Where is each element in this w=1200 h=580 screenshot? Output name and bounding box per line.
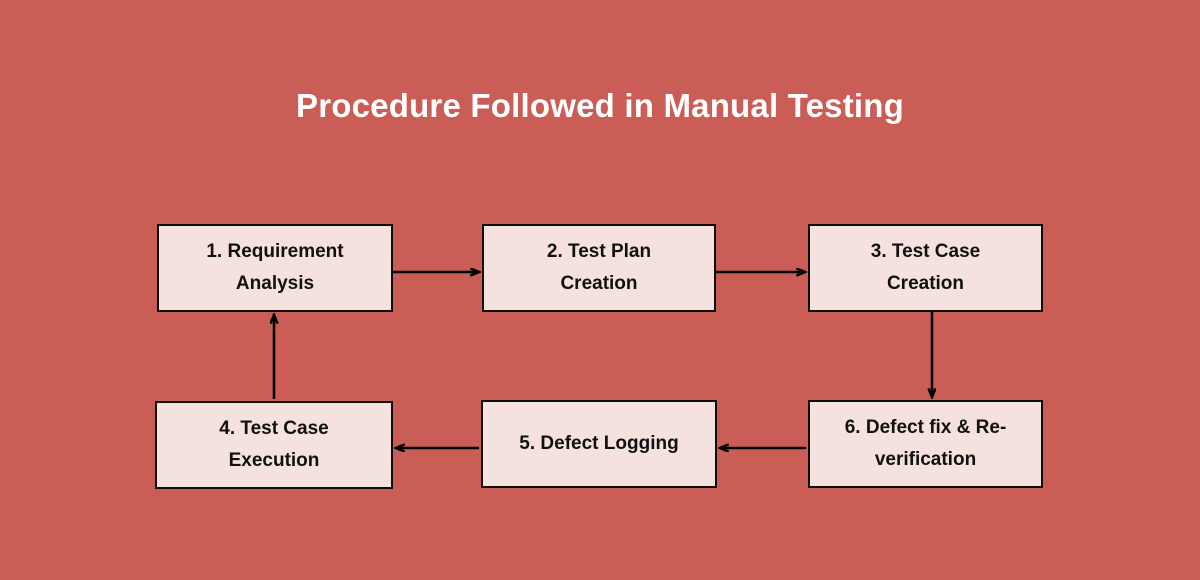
node-line-1: 2. Test Plan xyxy=(546,241,652,262)
node-label: 5. Defect Logging xyxy=(497,428,701,460)
node-defect-logging[interactable]: 5. Defect Logging xyxy=(481,400,717,488)
node-label: 2. Test Plan Creation xyxy=(498,236,700,300)
node-line-1: 4. Test Case xyxy=(219,418,329,439)
node-line-2: Analysis xyxy=(235,273,315,294)
node-test-plan-creation[interactable]: 2. Test Plan Creation xyxy=(482,224,716,312)
node-line-1: 3. Test Case xyxy=(870,241,981,262)
node-label: 6. Defect fix & Re- verification xyxy=(824,412,1027,476)
node-line-2: verification xyxy=(874,449,977,470)
node-line-2: Creation xyxy=(886,273,965,294)
node-line-1: 1. Requirement xyxy=(206,241,344,262)
node-requirement-analysis[interactable]: 1. Requirement Analysis xyxy=(157,224,393,312)
node-test-case-execution[interactable]: 4. Test Case Execution xyxy=(155,401,393,489)
page-title: Procedure Followed in Manual Testing xyxy=(296,87,904,124)
node-defect-fix-reverification[interactable]: 6. Defect fix & Re- verification xyxy=(808,400,1043,488)
node-label: 4. Test Case Execution xyxy=(171,413,377,477)
node-line-1: 6. Defect fix & Re- xyxy=(844,417,1007,438)
node-line-2: Execution xyxy=(228,450,320,471)
node-label: 3. Test Case Creation xyxy=(824,236,1027,300)
node-line-1: 5. Defect Logging xyxy=(519,433,679,454)
node-label: 1. Requirement Analysis xyxy=(173,236,377,300)
node-line-2: Creation xyxy=(560,273,638,294)
node-test-case-creation[interactable]: 3. Test Case Creation xyxy=(808,224,1043,312)
